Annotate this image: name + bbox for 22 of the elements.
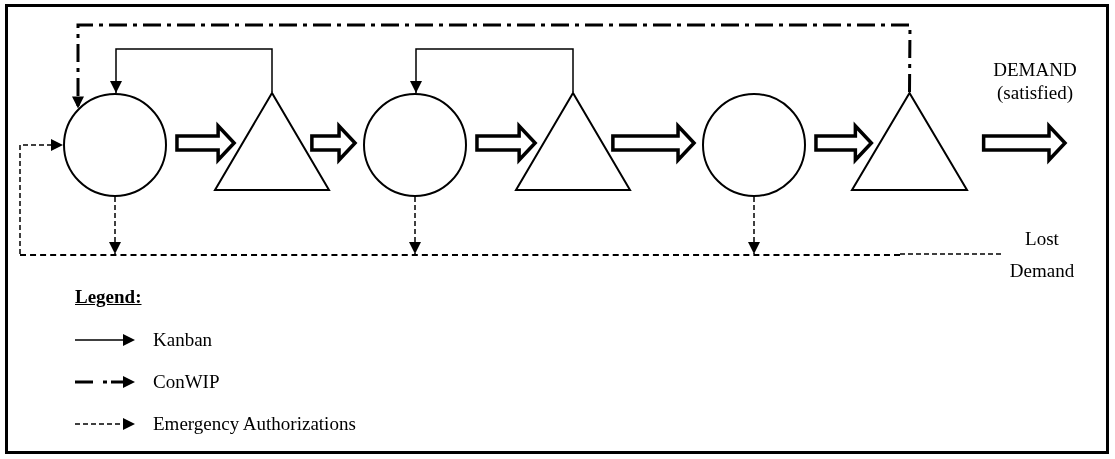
- arrow: [109, 196, 121, 255]
- inventory-triangle: [851, 92, 968, 191]
- legend-heading: Legend:: [75, 286, 142, 308]
- inventory-triangle: [214, 92, 330, 191]
- block-arrow: [611, 121, 697, 165]
- block-arrow: [175, 121, 237, 165]
- block-arrow: [981, 121, 1068, 165]
- dashed-bus-line: [20, 254, 900, 256]
- arrow: [72, 23, 912, 109]
- arrow: [748, 196, 760, 255]
- block-arrow: [310, 121, 358, 165]
- legend-text: ConWIP: [153, 370, 220, 394]
- arrow: [409, 196, 421, 255]
- arrow: [110, 48, 273, 94]
- arrow: [19, 139, 64, 255]
- inventory-triangle: [515, 92, 631, 191]
- block-arrow: [814, 121, 874, 165]
- arrow: [410, 48, 574, 94]
- legend-text: Emergency Authorizations: [153, 412, 356, 436]
- node-label: Lost Demand: [1003, 223, 1081, 287]
- legend-text: Kanban: [153, 328, 213, 352]
- block-arrow: [475, 121, 538, 165]
